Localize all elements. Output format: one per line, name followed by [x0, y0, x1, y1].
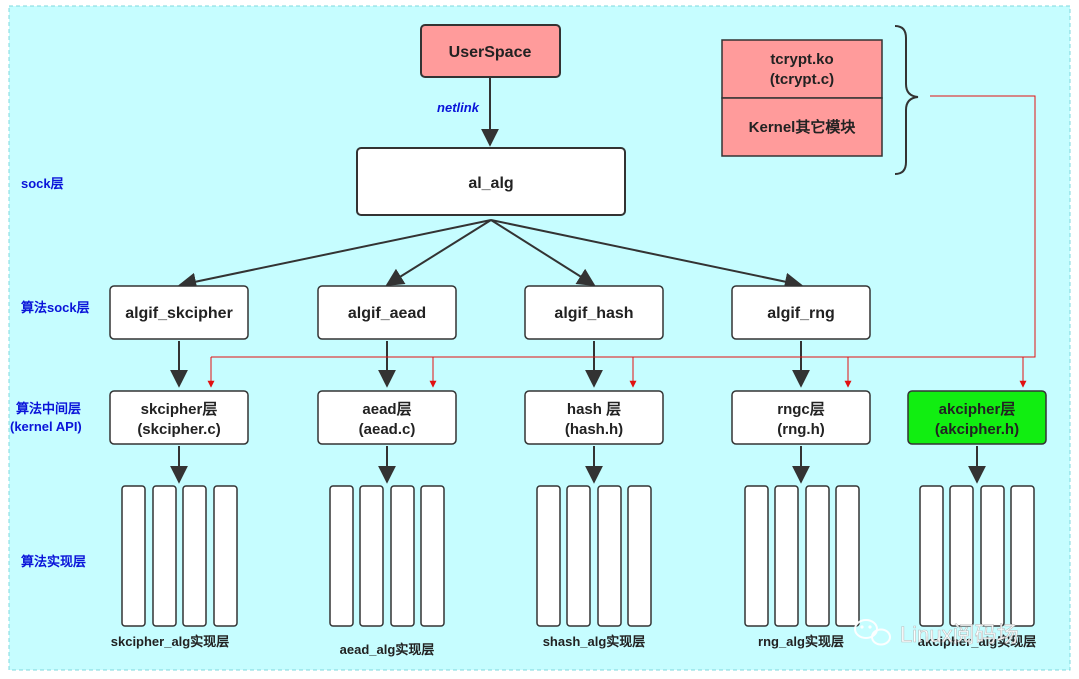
tcrypt-line1: tcrypt.ko	[770, 51, 833, 68]
layer-label-middle-1: 算法中间层	[16, 401, 81, 416]
algif-skcipher-label: algif_skcipher	[125, 305, 233, 322]
impl-group-skcipher	[121, 485, 238, 627]
layer-label-middle-2: (kernel API)	[10, 419, 82, 434]
impl-slot	[121, 485, 146, 627]
skcipher-layer-line1: skcipher层	[141, 401, 218, 418]
userspace-label: UserSpace	[449, 44, 532, 61]
curly-brace	[894, 25, 919, 175]
impl-slot	[774, 485, 799, 627]
rng-layer-line1: rngc层	[777, 401, 825, 418]
impl-slot	[182, 485, 207, 627]
algif-hash-box	[524, 285, 664, 340]
aead-layer-box	[317, 390, 457, 445]
impl-group-hash	[536, 485, 652, 627]
impl-slot	[919, 485, 944, 627]
layer-label-alg-sock: 算法sock层	[21, 300, 90, 315]
algif-rng-label: algif_rng	[767, 305, 835, 322]
kernel-modules-label: Kernel其它模块	[749, 118, 857, 136]
impl-group-rng	[744, 485, 860, 627]
akcipher-layer-line1: akcipher层	[939, 401, 1016, 418]
impl-slot	[597, 485, 622, 627]
wechat-icon	[854, 619, 891, 646]
akcipher-layer-line2: (akcipher.h)	[935, 421, 1019, 438]
tcrypt-red-connector	[211, 95, 1036, 358]
impl-slot	[390, 485, 415, 627]
aead-layer-line2: (aead.c)	[359, 421, 416, 438]
rng-layer-line2: (rng.h)	[777, 421, 824, 438]
skcipher-layer-line2: (skcipher.c)	[137, 421, 220, 438]
impl-slot	[805, 485, 830, 627]
impl-slot	[744, 485, 769, 627]
impl-slot	[566, 485, 591, 627]
tcrypt-box	[721, 39, 883, 99]
impl-group-aead	[329, 485, 445, 627]
hash-layer-box	[524, 390, 664, 445]
impl-slot	[1010, 485, 1035, 627]
algif-hash-label: algif_hash	[554, 305, 633, 322]
algif-aead-box	[317, 285, 457, 340]
impl-label-skcipher: skcipher_alg实现层	[111, 634, 230, 649]
impl-slot	[835, 485, 860, 627]
impl-slot	[152, 485, 177, 627]
hash-layer-line2: (hash.h)	[565, 421, 623, 438]
layer-label-sock: sock层	[21, 176, 64, 191]
kernel-modules-box	[721, 97, 883, 157]
impl-label-rng: rng_alg实现层	[758, 634, 844, 649]
impl-group-akcipher	[919, 485, 1035, 627]
skcipher-layer-box	[109, 390, 249, 445]
rng-layer-box	[731, 390, 871, 445]
al-alg-to-algif-aead-arrow	[385, 219, 492, 286]
hash-layer-line1: hash 层	[567, 401, 621, 418]
impl-label-aead: aead_alg实现层	[340, 642, 435, 657]
algif-skcipher-box	[109, 285, 249, 340]
layer-label-impl: 算法实现层	[21, 554, 86, 569]
impl-slot	[627, 485, 652, 627]
impl-slot	[420, 485, 445, 627]
algif-rng-box	[731, 285, 871, 340]
watermark: Linux阅码场	[854, 619, 1019, 647]
aead-layer-line1: aead层	[362, 401, 411, 418]
impl-label-hash: shash_alg实现层	[543, 634, 646, 649]
al-alg-label: al_alg	[468, 175, 513, 192]
tcrypt-line2: (tcrypt.c)	[770, 71, 834, 88]
al-alg-to-algif-rng-arrow	[490, 219, 803, 291]
al-alg-to-algif-hash-arrow	[490, 219, 596, 286]
al-alg-to-algif-skcipher-arrow	[178, 219, 492, 291]
al-alg-box	[356, 147, 626, 216]
watermark-text: Linux阅码场	[900, 622, 1019, 647]
impl-slot	[329, 485, 354, 627]
impl-slot	[213, 485, 238, 627]
impl-slot	[949, 485, 974, 627]
impl-slot	[536, 485, 561, 627]
algif-aead-label: algif_aead	[348, 305, 426, 322]
impl-slot	[359, 485, 384, 627]
impl-label-akcipher: akcipher_alg实现层	[918, 634, 1037, 649]
akcipher-layer-box	[907, 390, 1047, 445]
netlink-label: netlink	[437, 100, 480, 115]
impl-slot	[980, 485, 1005, 627]
